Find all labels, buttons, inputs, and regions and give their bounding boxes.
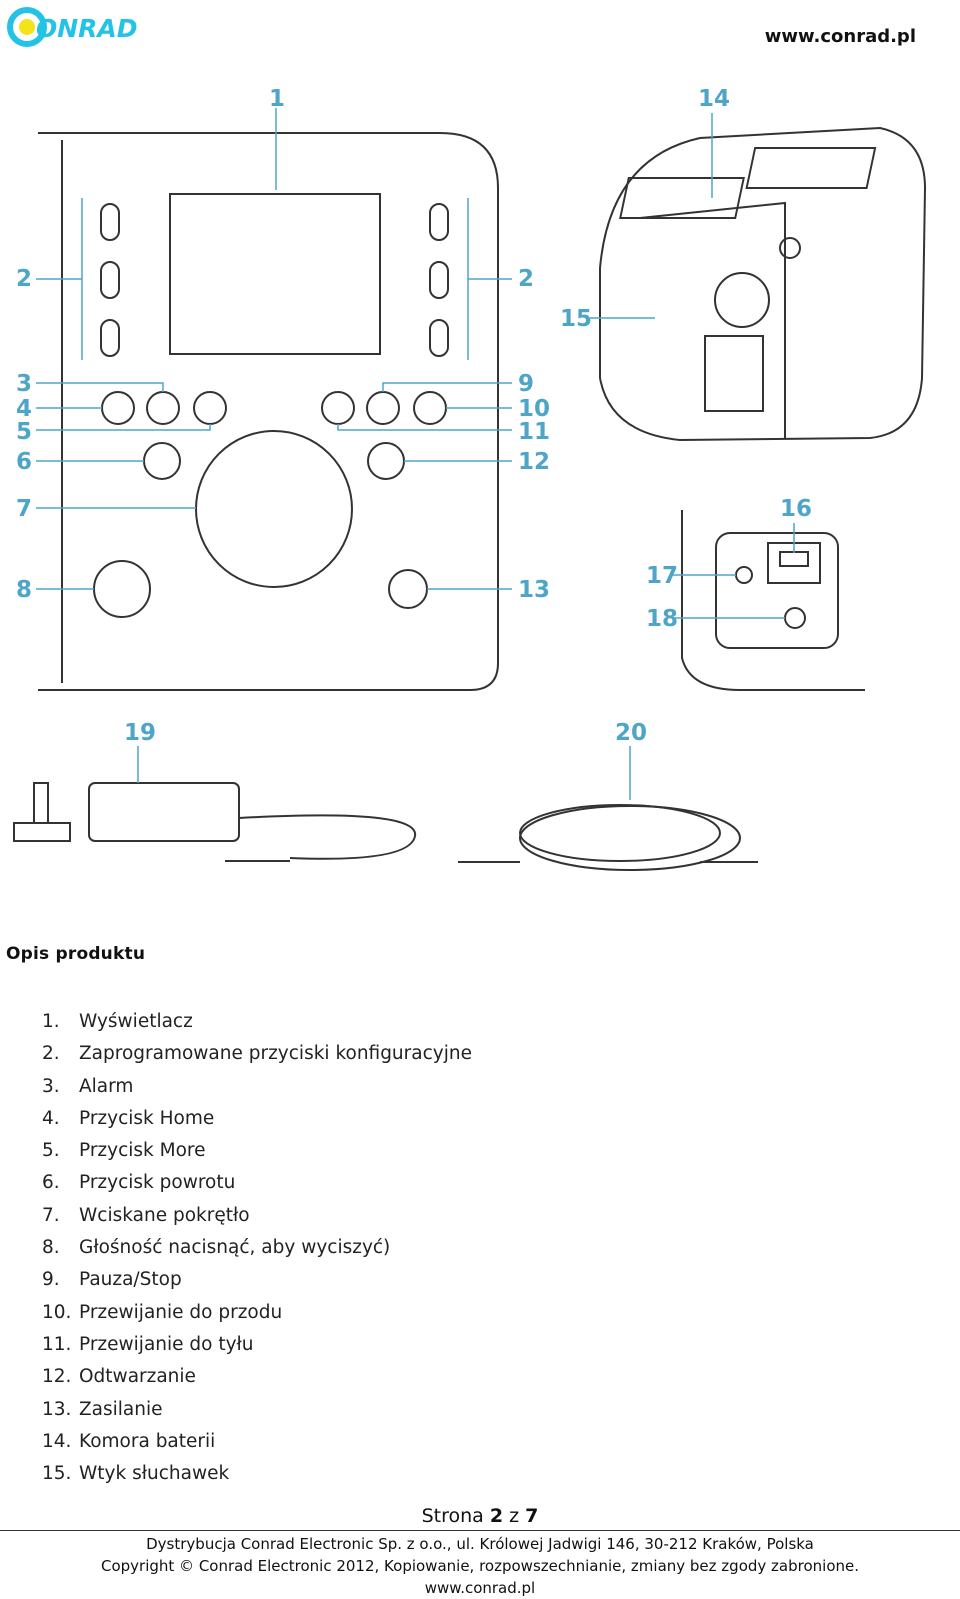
diagram-label-12: 12 bbox=[518, 449, 550, 475]
diagram-label-15: 15 bbox=[560, 306, 592, 332]
diagram-label-8: 8 bbox=[16, 577, 32, 603]
conrad-logo: ONRAD bbox=[7, 7, 138, 47]
list-item: 6.Przycisk powrotu bbox=[42, 1172, 236, 1194]
list-item: 13.Zasilanie bbox=[42, 1398, 163, 1420]
footer-divider bbox=[0, 1530, 960, 1531]
diagram-label-14: 14 bbox=[698, 86, 730, 112]
svg-text:ONRAD: ONRAD bbox=[36, 14, 138, 43]
diagram-label-3: 3 bbox=[16, 371, 32, 397]
diagram-label-1: 1 bbox=[269, 86, 285, 112]
diagram-label-2-right: 2 bbox=[518, 266, 534, 292]
list-item: 2.Zaprogramowane przyciski konfiguracyjn… bbox=[42, 1043, 472, 1065]
diagram-label-11: 11 bbox=[518, 419, 550, 445]
diagram-label-2-left: 2 bbox=[16, 266, 32, 292]
diagram-label-7: 7 bbox=[16, 496, 32, 522]
list-item: 3.Alarm bbox=[42, 1075, 134, 1097]
diagram-label-5: 5 bbox=[16, 419, 32, 445]
diagram-label-9: 9 bbox=[518, 371, 534, 397]
diagram-label-17: 17 bbox=[646, 563, 678, 589]
website-link[interactable]: www.conrad.pl bbox=[764, 26, 916, 47]
list-item: 14.Komora baterii bbox=[42, 1430, 216, 1452]
list-item: 10.Przewijanie do przodu bbox=[42, 1301, 283, 1323]
list-item: 15.Wtyk słuchawek bbox=[42, 1463, 230, 1485]
list-item: 4.Przycisk Home bbox=[42, 1107, 215, 1129]
list-item: 9.Pauza/Stop bbox=[42, 1269, 182, 1291]
list-item: 11.Przewijanie do tyłu bbox=[42, 1333, 254, 1355]
list-item: 5.Przycisk More bbox=[42, 1140, 206, 1162]
list-item: 1.Wyświetlacz bbox=[42, 1011, 193, 1032]
parts-list: 1.Wyświetlacz 2.Zaprogramowane przyciski… bbox=[42, 1006, 472, 1490]
list-item: 8.Głośność nacisnąć, aby wyciszyć) bbox=[42, 1237, 391, 1259]
product-diagram: 1 2 2 3 4 5 6 7 8 9 10 11 12 13 14 15 16… bbox=[13, 86, 927, 871]
page-number: Strona 2 z 7 bbox=[421, 1505, 539, 1527]
list-item: 12.Odtwarzanie bbox=[42, 1366, 196, 1388]
footer-address: Dystrybucja Conrad Electronic Sp. z o.o.… bbox=[146, 1535, 814, 1553]
diagram-label-13: 13 bbox=[518, 577, 550, 603]
section-title: Opis produktu bbox=[6, 944, 146, 964]
diagram-label-4: 4 bbox=[16, 396, 32, 422]
diagram-label-19: 19 bbox=[124, 720, 156, 746]
diagram-label-10: 10 bbox=[518, 396, 550, 422]
footer-copyright: Copyright © Conrad Electronic 2012, Kopi… bbox=[101, 1557, 859, 1575]
diagram-label-20: 20 bbox=[615, 720, 647, 746]
diagram-label-6: 6 bbox=[16, 449, 32, 475]
list-item: 7.Wciskane pokrętło bbox=[42, 1204, 250, 1226]
footer-website[interactable]: www.conrad.pl bbox=[424, 1579, 536, 1597]
diagram-label-18: 18 bbox=[646, 606, 678, 632]
diagram-label-16: 16 bbox=[780, 496, 812, 522]
